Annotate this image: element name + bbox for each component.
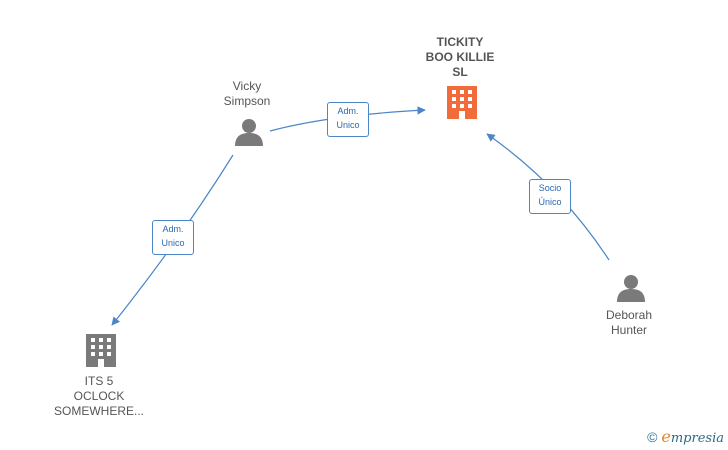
building-icon-its5[interactable] xyxy=(86,334,116,367)
node-label-deborah[interactable]: Deborah Hunter xyxy=(605,308,653,337)
logo-wordmark: mpresia xyxy=(670,431,724,446)
building-icon-tickity[interactable] xyxy=(447,86,477,119)
empresia-logo: © empresia xyxy=(647,427,724,446)
node-label-vicky[interactable]: Vicky Simpson xyxy=(223,79,271,108)
edge-label-deborah-tickity: Socio Único xyxy=(529,179,571,214)
edge-label-vicky-its5: Adm. Unico xyxy=(152,220,194,255)
person-icon-vicky[interactable] xyxy=(235,119,263,146)
edge-label-vicky-tickity: Adm. Unico xyxy=(327,102,369,137)
person-icon-deborah[interactable] xyxy=(617,275,645,302)
copyright-symbol: © xyxy=(647,428,658,445)
node-label-tickity[interactable]: TICKITY BOO KILLIE SL xyxy=(425,35,495,79)
node-label-its5[interactable]: ITS 5 OCLOCK SOMEWHERE... xyxy=(53,374,144,418)
logo-e-letter: e xyxy=(661,427,671,446)
